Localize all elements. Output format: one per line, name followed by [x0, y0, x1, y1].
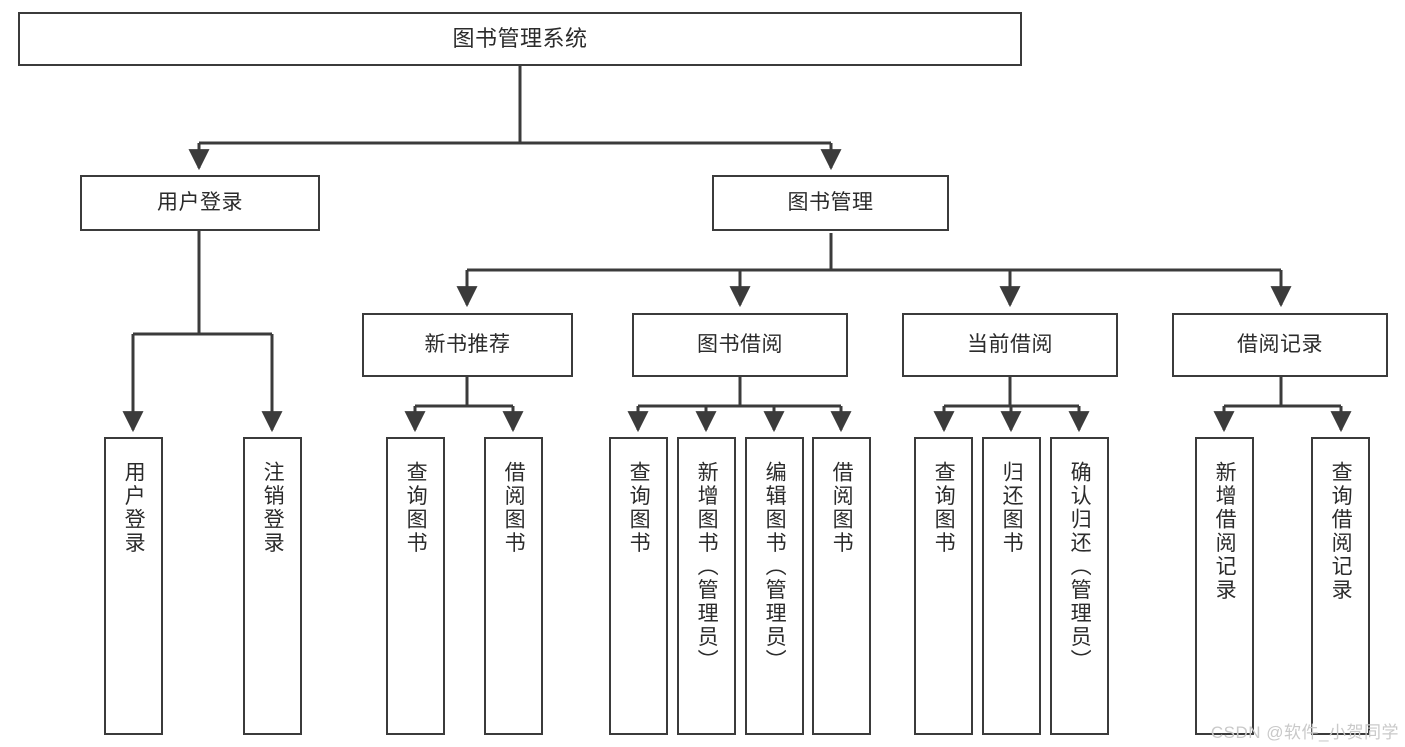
node-label: 用户登录 — [122, 461, 146, 555]
leaf-current-query-book[interactable]: 查询图书 — [914, 437, 973, 735]
node-book-management[interactable]: 图书管理 — [712, 175, 949, 231]
node-current-borrow[interactable]: 当前借阅 — [902, 313, 1118, 377]
node-label: 查询图书 — [404, 461, 428, 555]
node-label: 用户登录 — [157, 191, 243, 215]
node-label: 借阅图书 — [502, 461, 526, 555]
node-label: 新增图书（管理员） — [695, 461, 719, 673]
node-label: 图书管理系统 — [452, 25, 588, 51]
node-label: 图书管理 — [787, 191, 874, 215]
leaf-current-return-book[interactable]: 归还图书 — [982, 437, 1041, 735]
leaf-record-add-record[interactable]: 新增借阅记录 — [1195, 437, 1254, 735]
node-label: 图书借阅 — [697, 333, 783, 357]
leaf-borrow-add-book-admin[interactable]: 新增图书（管理员） — [677, 437, 736, 735]
node-new-book-recommend[interactable]: 新书推荐 — [362, 313, 573, 377]
node-user-login[interactable]: 用户登录 — [80, 175, 320, 231]
leaf-user-login-logout[interactable]: 注销登录 — [243, 437, 302, 735]
node-label: 编辑图书（管理员） — [763, 461, 787, 673]
node-label: 查询借阅记录 — [1329, 461, 1353, 602]
node-label: 借阅图书 — [830, 461, 854, 555]
node-label: 查询图书 — [932, 461, 956, 555]
leaf-new-book-query[interactable]: 查询图书 — [386, 437, 445, 735]
leaf-borrow-edit-book-admin[interactable]: 编辑图书（管理员） — [745, 437, 804, 735]
node-label: 查询图书 — [627, 461, 651, 555]
leaf-borrow-query-book[interactable]: 查询图书 — [609, 437, 668, 735]
node-borrow-record[interactable]: 借阅记录 — [1172, 313, 1388, 377]
node-label: 新书推荐 — [424, 333, 511, 357]
node-label: 注销登录 — [261, 461, 285, 555]
leaf-record-query-record[interactable]: 查询借阅记录 — [1311, 437, 1370, 735]
node-root-book-management-system[interactable]: 图书管理系统 — [18, 12, 1022, 66]
node-label: 借阅记录 — [1237, 333, 1323, 357]
leaf-user-login-login[interactable]: 用户登录 — [104, 437, 163, 735]
node-label: 确认归还（管理员） — [1068, 461, 1092, 673]
node-label: 新增借阅记录 — [1213, 461, 1237, 602]
node-label: 当前借阅 — [967, 333, 1053, 357]
node-book-borrow[interactable]: 图书借阅 — [632, 313, 848, 377]
leaf-new-book-borrow[interactable]: 借阅图书 — [484, 437, 543, 735]
leaf-current-confirm-return-admin[interactable]: 确认归还（管理员） — [1050, 437, 1109, 735]
node-label: 归还图书 — [1000, 461, 1024, 555]
leaf-borrow-borrow-book[interactable]: 借阅图书 — [812, 437, 871, 735]
